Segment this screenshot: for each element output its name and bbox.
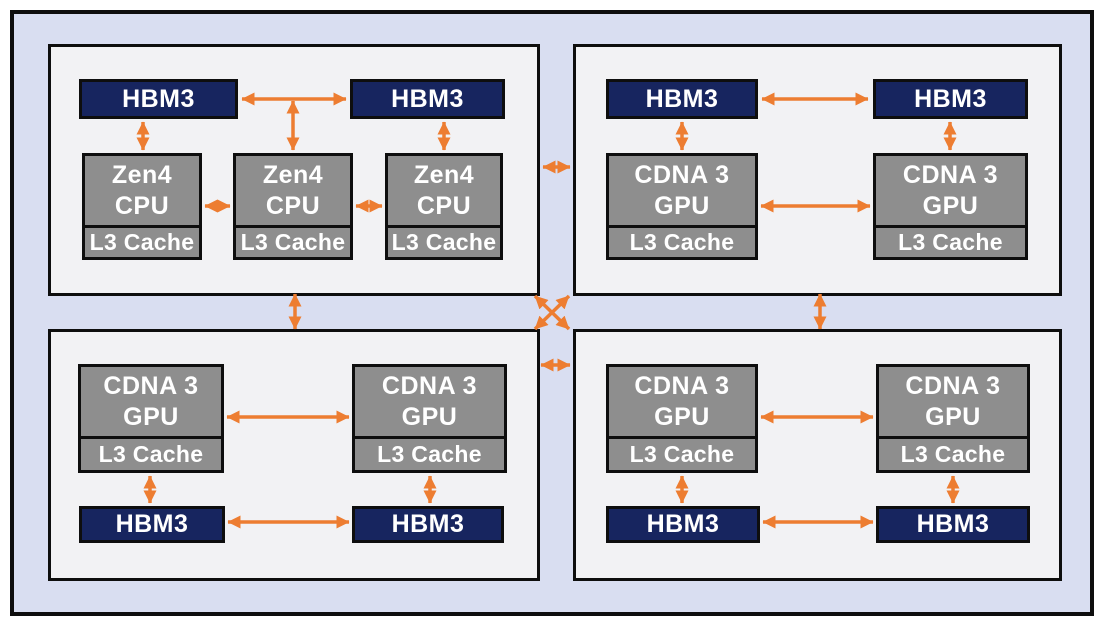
compute-unit: GPU (654, 191, 710, 220)
compute-label: CDNA 3 GPU (81, 367, 221, 439)
cdna3-gpu-block: CDNA 3 GPU L3 Cache (876, 364, 1030, 473)
compute-name: Zen4 (413, 160, 475, 189)
l3-cache-label: L3 Cache (900, 441, 1006, 467)
l3-cache-label: L3 Cache (98, 441, 204, 467)
compute-name: CDNA 3 (634, 371, 730, 400)
compute-name: Zen4 (262, 160, 324, 189)
compute-label: Zen4 CPU (85, 156, 199, 228)
compute-name: CDNA 3 (634, 160, 730, 189)
l3-cache-section: L3 Cache (85, 228, 199, 257)
compute-unit: GPU (925, 402, 981, 431)
compute-name: Zen4 (111, 160, 173, 189)
compute-unit: GPU (654, 402, 710, 431)
zen4-cpu-block: Zen4 CPU L3 Cache (233, 153, 353, 260)
cdna3-gpu-block: CDNA 3 GPU L3 Cache (873, 153, 1028, 260)
compute-label: CDNA 3 GPU (609, 156, 755, 228)
cdna3-gpu-block: CDNA 3 GPU L3 Cache (352, 364, 507, 473)
compute-unit: CPU (265, 191, 321, 220)
zen4-cpu-block: Zen4 CPU L3 Cache (385, 153, 503, 260)
l3-cache-label: L3 Cache (240, 229, 346, 255)
l3-cache-label: L3 Cache (629, 441, 735, 467)
hbm3-block: HBM3 (79, 506, 225, 543)
hbm3-block: HBM3 (873, 79, 1028, 119)
compute-label: CDNA 3 GPU (876, 156, 1025, 228)
compute-unit: GPU (922, 191, 979, 220)
l3-cache-label: L3 Cache (898, 229, 1003, 255)
hbm3-block: HBM3 (79, 79, 238, 119)
compute-label: Zen4 CPU (388, 156, 500, 228)
l3-cache-section: L3 Cache (609, 228, 755, 257)
l3-cache-section: L3 Cache (879, 439, 1027, 470)
hbm3-block: HBM3 (606, 79, 758, 119)
compute-label: CDNA 3 GPU (879, 367, 1027, 439)
l3-cache-label: L3 Cache (377, 441, 482, 467)
compute-label: CDNA 3 GPU (355, 367, 504, 439)
l3-cache-section: L3 Cache (236, 228, 350, 257)
hbm3-block: HBM3 (876, 506, 1030, 543)
compute-label: CDNA 3 GPU (609, 367, 755, 439)
cdna3-gpu-block: CDNA 3 GPU L3 Cache (606, 364, 758, 473)
compute-unit: GPU (401, 402, 458, 431)
hbm3-block: HBM3 (606, 506, 760, 543)
compute-unit: CPU (114, 191, 170, 220)
hbm3-block: HBM3 (352, 506, 504, 543)
l3-cache-label: L3 Cache (629, 229, 735, 255)
compute-name: CDNA 3 (103, 371, 199, 400)
l3-cache-section: L3 Cache (609, 439, 755, 470)
l3-cache-section: L3 Cache (355, 439, 504, 470)
compute-unit: GPU (123, 402, 179, 431)
l3-cache-section: L3 Cache (876, 228, 1025, 257)
compute-name: CDNA 3 (381, 371, 478, 400)
l3-cache-label: L3 Cache (391, 229, 497, 255)
compute-label: Zen4 CPU (236, 156, 350, 228)
zen4-cpu-block: Zen4 CPU L3 Cache (82, 153, 202, 260)
compute-unit: CPU (416, 191, 472, 220)
l3-cache-section: L3 Cache (81, 439, 221, 470)
cdna3-gpu-block: CDNA 3 GPU L3 Cache (606, 153, 758, 260)
compute-name: CDNA 3 (905, 371, 1001, 400)
l3-cache-label: L3 Cache (89, 229, 195, 255)
compute-name: CDNA 3 (902, 160, 999, 189)
cdna3-gpu-block: CDNA 3 GPU L3 Cache (78, 364, 224, 473)
hbm3-block: HBM3 (350, 79, 505, 119)
l3-cache-section: L3 Cache (388, 228, 500, 257)
